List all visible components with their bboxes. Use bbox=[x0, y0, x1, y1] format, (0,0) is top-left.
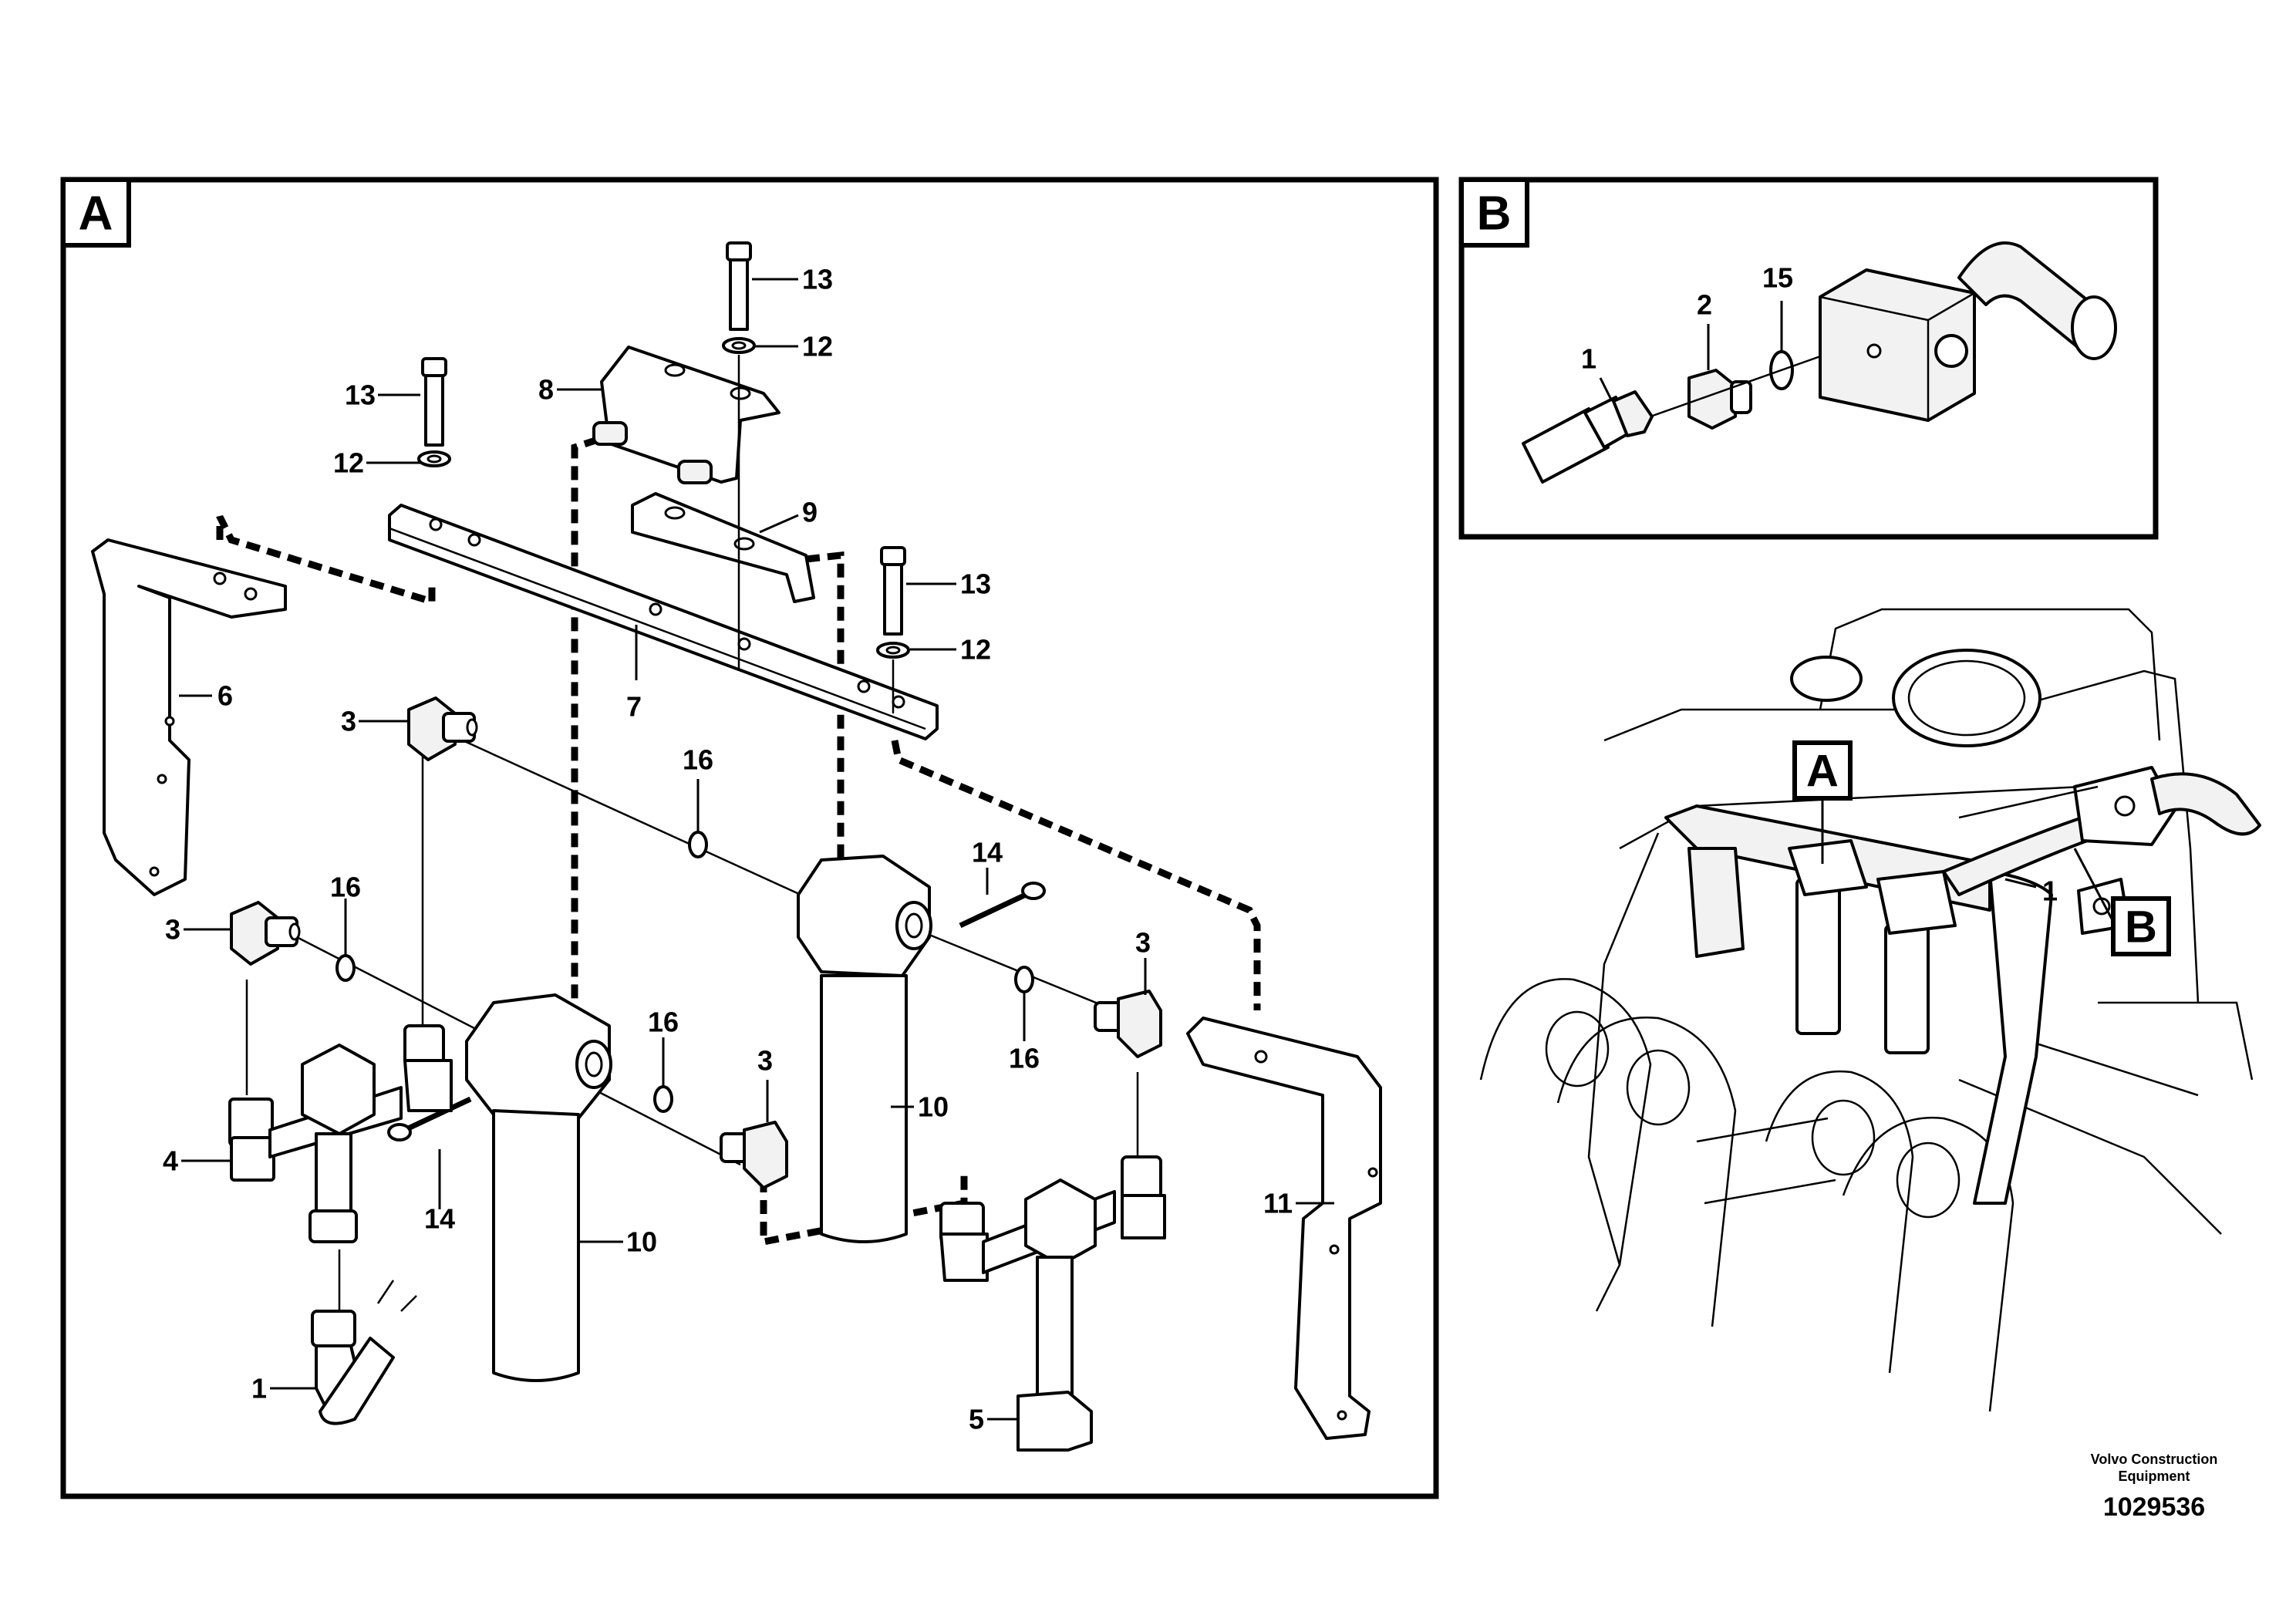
o-ring-16-b bbox=[335, 954, 356, 982]
panel-a-label: A bbox=[79, 187, 113, 241]
bracket-9 bbox=[631, 492, 815, 603]
callout-5: 5 bbox=[969, 1404, 984, 1435]
panel-a-tag bbox=[61, 177, 131, 248]
callout-12-right: 12 bbox=[960, 634, 991, 666]
dash-bracket9-down bbox=[805, 551, 845, 972]
callout-11: 11 bbox=[1263, 1188, 1293, 1219]
overview-callout-1: 1 bbox=[2042, 875, 2058, 907]
callout-b-15: 15 bbox=[1762, 262, 1793, 294]
tee-4 bbox=[228, 1024, 453, 1243]
callout-13-left: 13 bbox=[345, 379, 376, 411]
callout-3-right: 3 bbox=[1135, 927, 1151, 959]
elbow-3-middle bbox=[720, 1121, 788, 1189]
hose-1-fitting bbox=[311, 1280, 417, 1425]
callout-12-left: 12 bbox=[333, 447, 364, 479]
axis-line-upper bbox=[462, 739, 818, 904]
footer: Volvo Construction Equipment 1029536 bbox=[2091, 1452, 2218, 1522]
bracket-6 bbox=[91, 538, 287, 896]
filter-10-left bbox=[465, 993, 612, 1382]
panel-b-tag bbox=[1459, 177, 1529, 248]
drawing-number: 1029536 bbox=[2103, 1492, 2205, 1522]
callout-1: 1 bbox=[251, 1373, 267, 1404]
bar-7 bbox=[388, 504, 939, 740]
filter-10-right bbox=[797, 855, 932, 1243]
company-line-2: Equipment bbox=[2119, 1469, 2190, 1484]
dash-bracket8-down bbox=[571, 436, 599, 1010]
callout-16-right: 16 bbox=[1009, 1043, 1040, 1074]
bolt-13-left bbox=[417, 357, 451, 467]
callout-12-top: 12 bbox=[802, 331, 833, 363]
callout-13-right: 13 bbox=[960, 568, 991, 600]
machine-overview: A B 1 bbox=[1479, 608, 2261, 1412]
screw-14-upper bbox=[959, 882, 1046, 929]
panel-b-frame bbox=[1458, 177, 2159, 540]
panel-b-label: B bbox=[1477, 187, 1512, 241]
panel-a-frame bbox=[60, 177, 1439, 1499]
dash-lower-link bbox=[760, 1157, 968, 1246]
callout-16-upper: 16 bbox=[683, 744, 713, 776]
overview-frame-outline bbox=[1603, 669, 2200, 1003]
axis-line-b bbox=[1650, 349, 1836, 418]
panel-b: B 1 2 15 bbox=[1458, 177, 2159, 540]
overview-tag-a bbox=[1792, 740, 1853, 801]
block-b bbox=[1819, 241, 2117, 422]
callout-16-middle: 16 bbox=[648, 1007, 679, 1038]
leaders-a bbox=[179, 278, 1334, 1421]
overview-label-b: B bbox=[2125, 902, 2157, 953]
company-line-1: Volvo Construction bbox=[2091, 1452, 2218, 1467]
callout-b-1: 1 bbox=[1581, 343, 1596, 375]
callout-6: 6 bbox=[217, 680, 233, 712]
callout-10-right: 10 bbox=[918, 1091, 949, 1123]
tee-5 bbox=[939, 1155, 1166, 1452]
callout-3-middle: 3 bbox=[757, 1045, 773, 1077]
callout-14-upper: 14 bbox=[972, 837, 1003, 868]
dash-bracket6-to-bar bbox=[216, 514, 436, 607]
o-ring-16-a bbox=[688, 831, 708, 858]
hose-1-b bbox=[1522, 390, 1654, 484]
elbow-3-left bbox=[230, 901, 301, 966]
bracket-8 bbox=[592, 346, 781, 484]
elbow-3-upper bbox=[407, 696, 478, 761]
overview-label-a: A bbox=[1806, 747, 1839, 797]
callout-14-lower: 14 bbox=[424, 1203, 455, 1235]
o-ring-16-d bbox=[1014, 966, 1034, 993]
callout-9: 9 bbox=[802, 497, 818, 528]
overview-tag-b bbox=[2111, 896, 2171, 956]
bracket-11 bbox=[1186, 1017, 1382, 1440]
callout-8: 8 bbox=[538, 374, 554, 406]
callout-7: 7 bbox=[626, 691, 642, 723]
callout-16-left: 16 bbox=[330, 872, 361, 903]
bolt-13-right bbox=[876, 546, 910, 713]
elbow-3-right bbox=[1094, 990, 1162, 1058]
callout-3-left: 3 bbox=[165, 914, 180, 946]
o-ring-16-c bbox=[653, 1085, 673, 1113]
callout-b-2: 2 bbox=[1697, 289, 1712, 321]
adapter-2-b bbox=[1687, 369, 1752, 430]
panel-a: A bbox=[60, 177, 1439, 1499]
callout-13-top: 13 bbox=[802, 264, 833, 295]
screw-14-lower bbox=[387, 1096, 472, 1141]
callout-4: 4 bbox=[163, 1145, 178, 1177]
callout-10-left: 10 bbox=[626, 1226, 657, 1258]
dash-bar-to-bracket11 bbox=[891, 740, 1261, 1010]
callout-3-upper: 3 bbox=[341, 706, 356, 737]
